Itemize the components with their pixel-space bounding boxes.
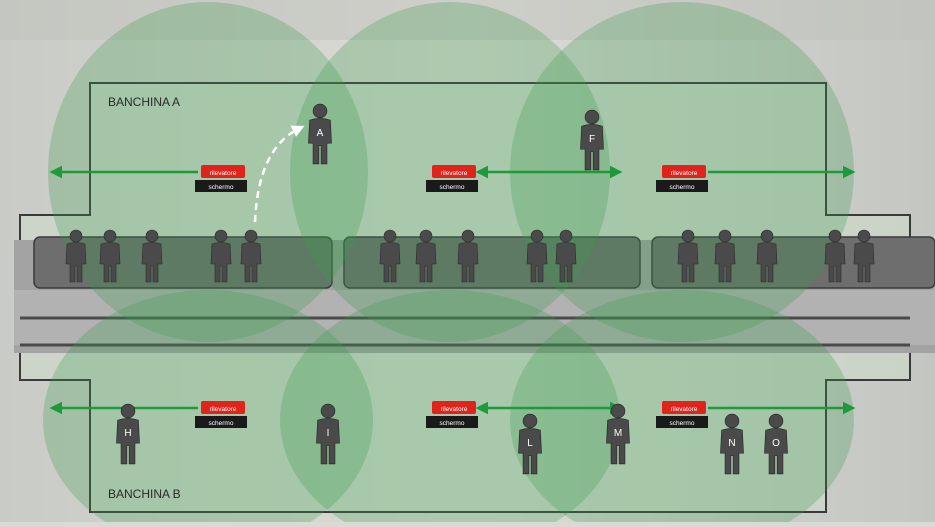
detector-badge: [432, 165, 476, 178]
person-m-label: M: [614, 428, 622, 439]
detector-badge: [662, 401, 706, 414]
screen-label: schermo: [670, 184, 695, 191]
device-1: rilevatore schermo: [195, 165, 247, 192]
person-h: H: [115, 403, 141, 465]
person-m: M: [605, 403, 631, 465]
person-a: A: [307, 103, 333, 165]
screen-label: schermo: [440, 184, 465, 191]
detector-badge: [201, 165, 245, 178]
person-i: I: [315, 403, 341, 465]
screen-label: schermo: [440, 420, 465, 427]
person-l-label: L: [527, 438, 533, 449]
screen-badge: [426, 180, 478, 192]
person-i-label: I: [327, 428, 330, 439]
device-2: rilevatore schermo: [426, 165, 478, 192]
detector-label: rilevatore: [210, 170, 237, 177]
detector-badge: [201, 401, 245, 414]
movement-arrow: [253, 125, 305, 223]
person-o: O: [763, 413, 789, 475]
person-f: F: [579, 109, 605, 171]
detector-badge: [432, 401, 476, 414]
detector-label: rilevatore: [671, 170, 698, 177]
device-4: rilevatore schermo: [195, 401, 247, 428]
screen-label: schermo: [209, 184, 234, 191]
person-f-label: F: [589, 134, 595, 145]
device-3: rilevatore schermo: [656, 165, 708, 192]
screen-badge: [426, 416, 478, 428]
device-5: rilevatore schermo: [426, 401, 478, 428]
screen-badge: [195, 416, 247, 428]
platform-a-label: BANCHINA A: [108, 95, 180, 109]
platform-b-label: BANCHINA B: [108, 487, 181, 501]
person-n-label: N: [728, 438, 735, 449]
screen-badge: [656, 180, 708, 192]
person-a-label: A: [317, 128, 324, 139]
detector-label: rilevatore: [441, 170, 468, 177]
detector-label: rilevatore: [441, 406, 468, 413]
person-n: N: [719, 413, 745, 475]
person-l: L: [517, 413, 543, 475]
screen-label: schermo: [209, 420, 234, 427]
detector-label: rilevatore: [210, 406, 237, 413]
person-h-label: H: [124, 428, 131, 439]
screen-badge: [195, 180, 247, 192]
screen-badge: [656, 416, 708, 428]
device-6: rilevatore schermo: [656, 401, 708, 428]
detector-badge: [662, 165, 706, 178]
detector-label: rilevatore: [671, 406, 698, 413]
person-o-label: O: [772, 438, 780, 449]
screen-label: schermo: [670, 420, 695, 427]
